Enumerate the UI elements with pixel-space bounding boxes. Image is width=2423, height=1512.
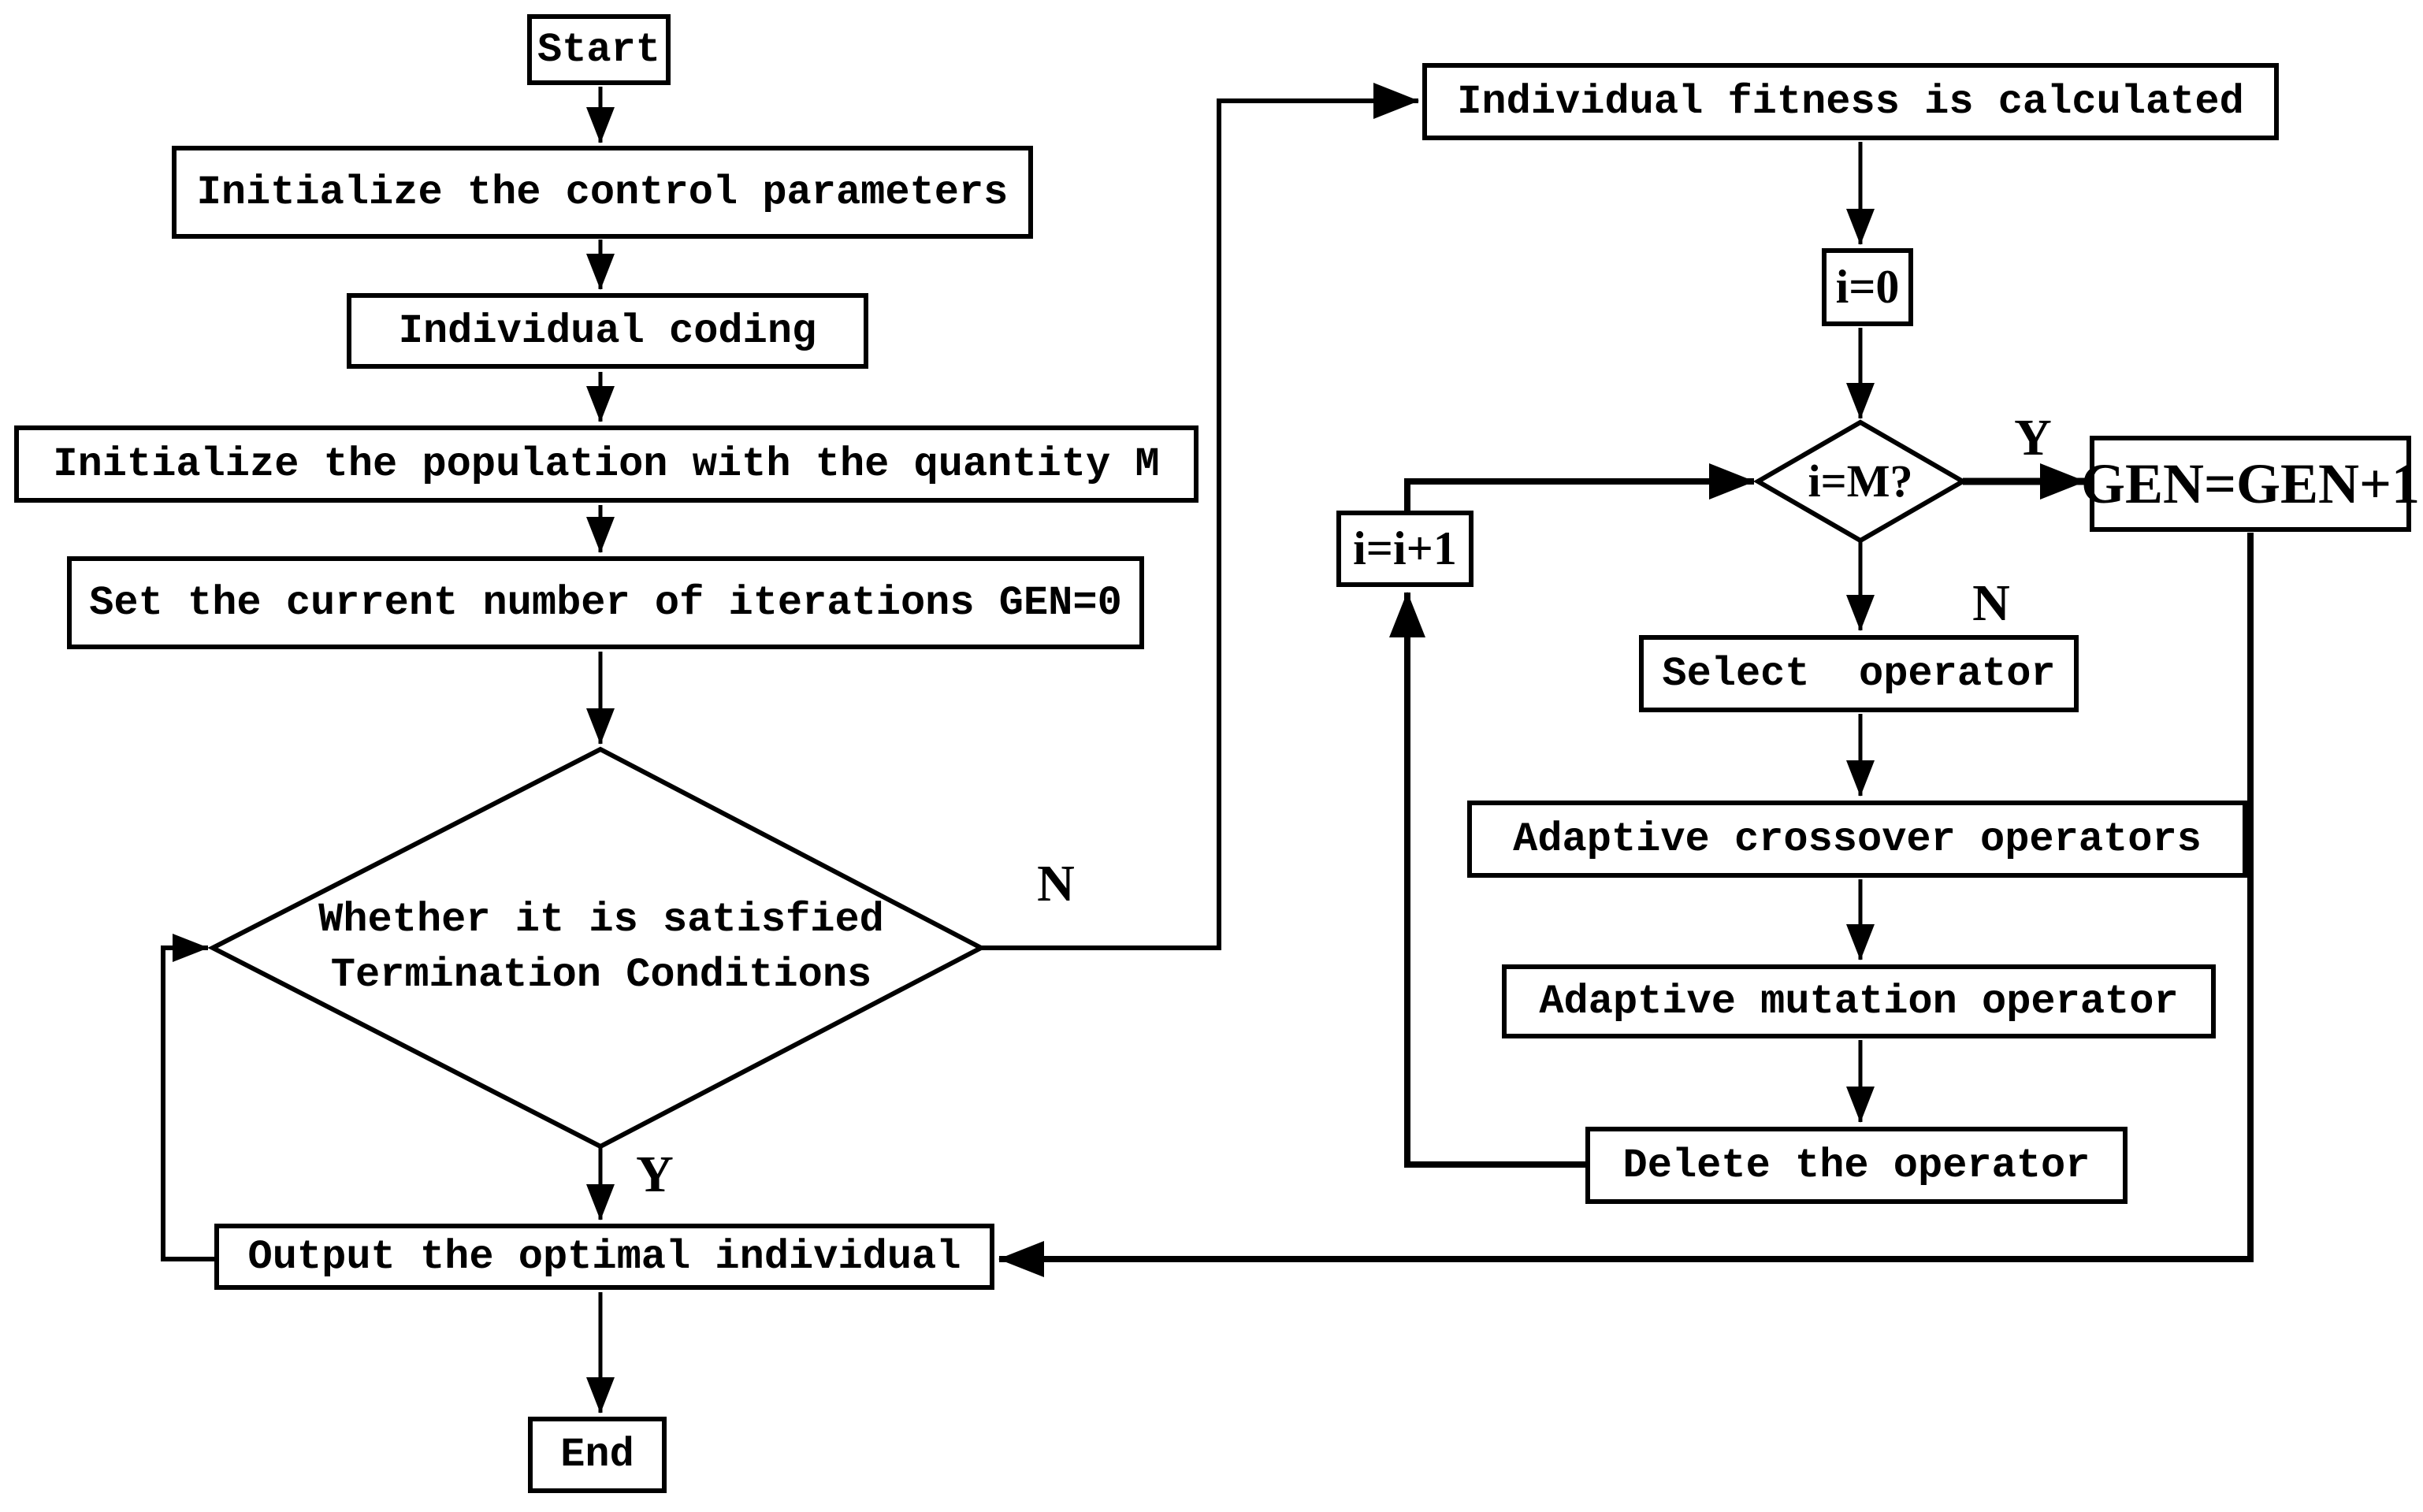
branch-label-termination-yes: Y (636, 1146, 674, 1203)
node-individual-coding: Individual coding (347, 293, 868, 369)
branch-label-i-eq-m-no: N (1972, 574, 2010, 632)
i-eq-m-decision-shape (1752, 419, 1968, 544)
i-eq-m-decision-label: i=M? (1808, 455, 1913, 507)
termination-decision-line2: Termination Conditions (330, 952, 872, 998)
node-initialize-population: Initialize the population with the quant… (14, 425, 1198, 503)
node-delete-the-operator: Delete the operator (1585, 1127, 2128, 1204)
node-adaptive-crossover-operators: Adaptive crossover operators (1467, 801, 2247, 878)
edge-i-increment-to-im-decision (1404, 463, 1755, 511)
node-set-gen-zero: Set the current number of iterations GEN… (67, 556, 1144, 649)
node-initialize-control-parameters: Initialize the control parameters (172, 146, 1033, 239)
termination-decision-label: Whether it is satisfied Termination Cond… (260, 873, 942, 1023)
node-gen-increment: GEN=GEN+1 (2081, 436, 2420, 532)
termination-decision-shape (207, 746, 987, 1150)
edge-gen-increment-to-output (998, 533, 2254, 1277)
node-select-operator: Select operator (1639, 635, 2079, 712)
edge-termination-no-to-fitness (981, 83, 1419, 950)
edge-output-loop-to-termination (161, 934, 214, 1261)
node-start: Start (527, 14, 671, 85)
node-end: End (528, 1417, 667, 1493)
termination-decision-line1: Whether it is satisfied (318, 897, 884, 943)
branch-label-i-eq-m-yes: Y (2014, 409, 2052, 466)
node-individual-fitness-calculated: Individual fitness is calculated (1422, 63, 2279, 140)
node-i-equals-zero: i=0 (1822, 248, 1913, 326)
node-i-increment: i=i+1 (1336, 511, 1473, 587)
node-output-optimal-individual: Output the optimal individual (214, 1224, 994, 1290)
edge-delete-to-i-increment (1389, 592, 1585, 1168)
branch-label-termination-no: N (1037, 855, 1075, 912)
node-adaptive-mutation-operator: Adaptive mutation operator (1502, 964, 2216, 1038)
